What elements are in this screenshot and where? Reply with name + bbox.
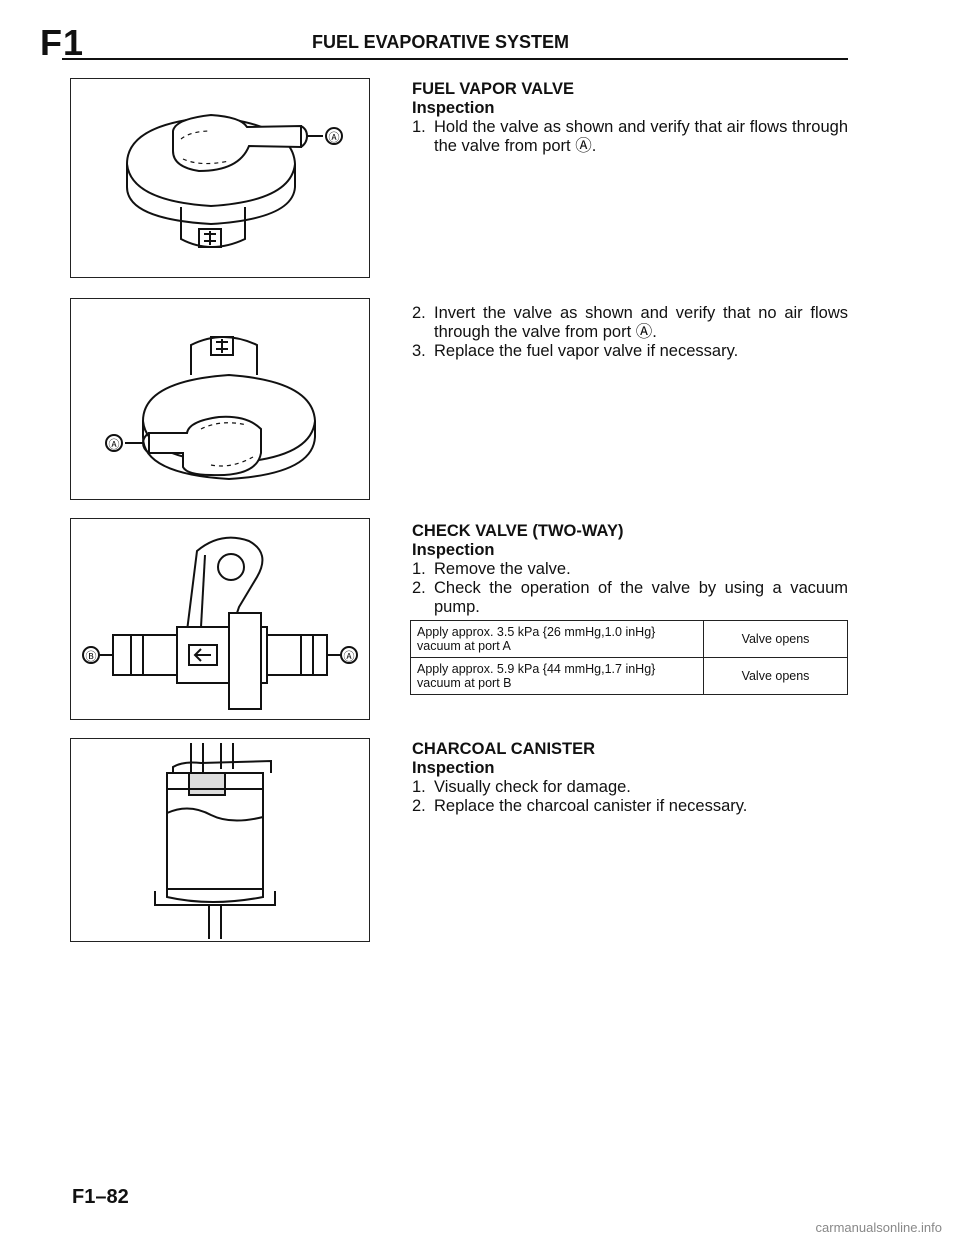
step-text: Visually check for damage. [434,778,631,796]
check-valve-figure: Ⓑ Ⓐ [70,518,370,720]
page-title: FUEL EVAPORATIVE SYSTEM [312,32,570,52]
table-cell-result: Valve opens [703,620,848,658]
check-valve-drawing: Ⓑ Ⓐ [82,536,358,710]
port-b-label: Ⓑ [86,650,97,663]
list-item: 1. Hold the valve as shown and verify th… [412,118,848,156]
step-text: Remove the valve. [434,560,571,578]
fuel-vapor-valve-subtitle: Inspection [412,99,495,117]
port-a-label: Ⓐ [109,438,120,451]
step-number: 2. [412,797,426,815]
fuel-vapor-valve-inverted-figure: Ⓐ [70,298,370,500]
table-row: Apply approx. 5.9 kPa {44 mmHg,1.7 inHg}… [410,657,848,695]
charcoal-canister-figure [70,738,370,942]
charcoal-canister-drawing [154,743,276,939]
fuel-vapor-valve-title: FUEL VAPOR VALVE [412,80,574,98]
list-item: 1. Visually check for damage. [412,778,848,797]
step-number: 3. [412,342,426,360]
list-item: 3. Replace the fuel vapor valve if neces… [412,342,848,361]
charcoal-canister-subtitle: Inspection [412,759,495,777]
step-text: Replace the charcoal canister if necessa… [434,797,748,815]
page-number: F1–82 [72,1186,129,1208]
step-text: Replace the fuel vapor valve if necessar… [434,342,739,360]
list-item: 1. Remove the valve. [412,560,848,579]
table-cell-result: Valve opens [703,657,848,695]
port-a-label: Ⓐ [329,131,340,144]
port-a-label: Ⓐ [344,650,355,663]
list-item: 2. Invert the valve as shown and verify … [412,304,848,342]
charcoal-canister-title: CHARCOAL CANISTER [412,740,596,758]
step-number: 2. [412,579,426,597]
step-number: 1. [412,118,426,136]
charcoal-canister-section: CHARCOAL CANISTER Inspection 1. Visually… [412,740,848,816]
table-row: Apply approx. 3.5 kPa {26 mmHg,1.0 inHg}… [410,620,848,658]
step-number: 1. [412,560,426,578]
check-valve-subtitle: Inspection [412,541,495,559]
fuel-vapor-valve-upright-figure: Ⓐ [70,78,370,278]
fuel-vapor-valve-upright-drawing: Ⓐ [126,113,343,248]
table-cell-condition: Apply approx. 3.5 kPa {26 mmHg,1.0 inHg}… [410,620,704,658]
table-cell-condition: Apply approx. 5.9 kPa {44 mmHg,1.7 inHg}… [410,657,704,695]
list-item: 2. Replace the charcoal canister if nece… [412,797,848,816]
step-number: 1. [412,778,426,796]
section-code: F1 [40,22,85,63]
check-valve-spec-table: Apply approx. 3.5 kPa {26 mmHg,1.0 inHg}… [410,620,848,695]
step-text: Check the operation of the valve by usin… [434,579,848,616]
list-item: 2. Check the operation of the valve by u… [412,579,848,617]
header-rule [62,58,848,60]
fuel-vapor-valve-section-continued: 2. Invert the valve as shown and verify … [412,304,848,361]
fuel-vapor-valve-inverted-drawing: Ⓐ [105,336,316,481]
step-number: 2. [412,304,426,322]
check-valve-section: CHECK VALVE (TWO-WAY) Inspection 1. Remo… [412,522,848,617]
watermark[interactable]: carmanualsonline.info [815,1220,942,1235]
fuel-vapor-valve-section: FUEL VAPOR VALVE Inspection 1. Hold the … [412,80,848,156]
step-text: Invert the valve as shown and verify tha… [434,304,848,341]
check-valve-title: CHECK VALVE (TWO-WAY) [412,522,624,540]
step-text: Hold the valve as shown and verify that … [434,118,848,155]
